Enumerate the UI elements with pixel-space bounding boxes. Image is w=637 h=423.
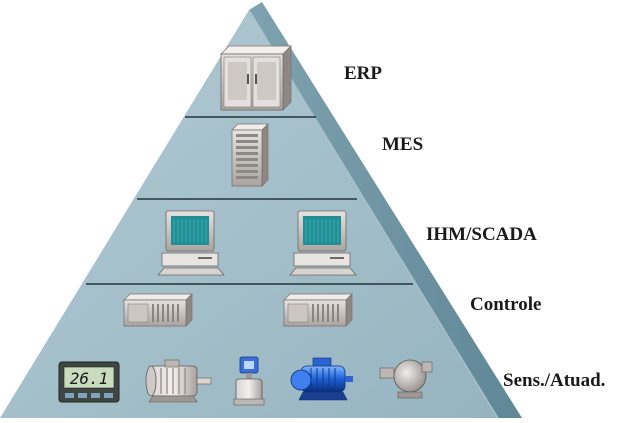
server-cabinet-icon [220,45,292,111]
tower-server-icon [231,123,269,187]
flow-transmitter-icon [233,356,265,406]
plc-controller-icon [283,293,353,327]
digital-meter-icon: 26.1 [58,361,120,403]
level-label-sensores-atuadores: Sens./Atuad. [503,370,606,391]
plc-controller-icon [123,293,193,327]
level-label-controle: Controle [470,294,542,315]
pump-motor-icon [290,357,353,401]
level-label-mes: MES [382,134,424,155]
desktop-computer-icon [157,210,225,276]
level-label-erp: ERP [344,63,382,84]
electric-motor-icon [145,359,212,403]
centrifugal-pump-icon [379,359,433,399]
desktop-computer-icon [289,210,357,276]
pyramid-side-face [249,2,522,418]
meter-reading: 26.1 [70,369,109,388]
level-label-ihm-scada: IHM/SCADA [426,224,537,245]
